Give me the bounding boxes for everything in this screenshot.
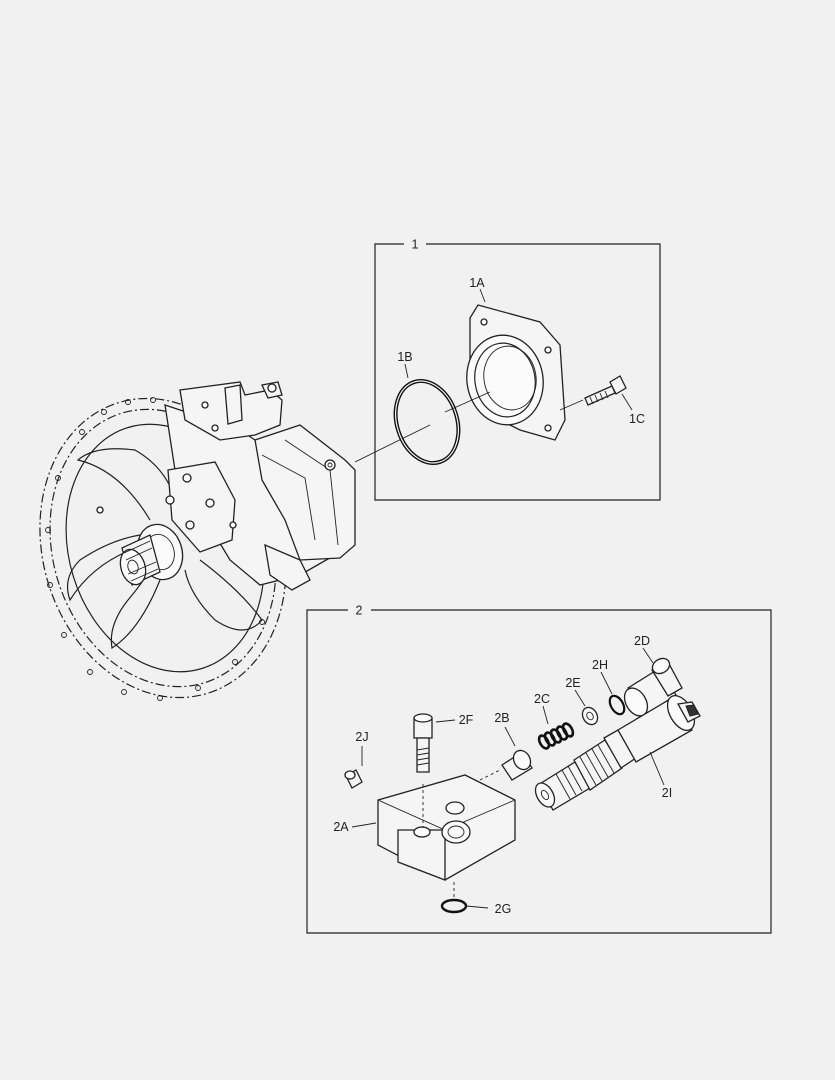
label-2b: 2B bbox=[494, 711, 509, 725]
solenoid-2i bbox=[534, 695, 701, 811]
o-ring-2g bbox=[440, 882, 489, 914]
nozzle-2b bbox=[479, 726, 533, 781]
label-1a: 1A bbox=[469, 276, 485, 290]
label-2f: 2F bbox=[459, 713, 474, 727]
label-1b: 1B bbox=[397, 350, 412, 364]
o-ring-1b bbox=[393, 363, 491, 466]
group-2-number: 2 bbox=[356, 604, 363, 618]
label-2d: 2D bbox=[634, 634, 650, 648]
label-2g: 2G bbox=[495, 902, 512, 916]
label-2j: 2J bbox=[355, 730, 368, 744]
block-2a bbox=[351, 774, 516, 881]
group-1-number: 1 bbox=[412, 238, 419, 252]
label-1c: 1C bbox=[629, 412, 645, 426]
pin-2j bbox=[344, 746, 363, 789]
label-2i: 2I bbox=[662, 786, 672, 800]
label-2h: 2H bbox=[592, 658, 608, 672]
o-ring-2h bbox=[600, 671, 626, 716]
label-2a: 2A bbox=[333, 820, 349, 834]
group-1-leader bbox=[354, 424, 431, 463]
group-2-frame: 2 bbox=[306, 604, 772, 934]
label-2c: 2C bbox=[534, 692, 550, 706]
bolt-1c bbox=[559, 375, 633, 411]
screw-2f bbox=[413, 713, 456, 828]
flange-1a bbox=[466, 288, 566, 441]
washer-2e bbox=[574, 689, 599, 726]
label-2e: 2E bbox=[565, 676, 580, 690]
group-1-frame: 1 bbox=[354, 238, 661, 501]
plug-2d bbox=[623, 647, 683, 717]
hydraulic-pump-assembly bbox=[39, 381, 356, 701]
spring-2c bbox=[537, 705, 575, 750]
